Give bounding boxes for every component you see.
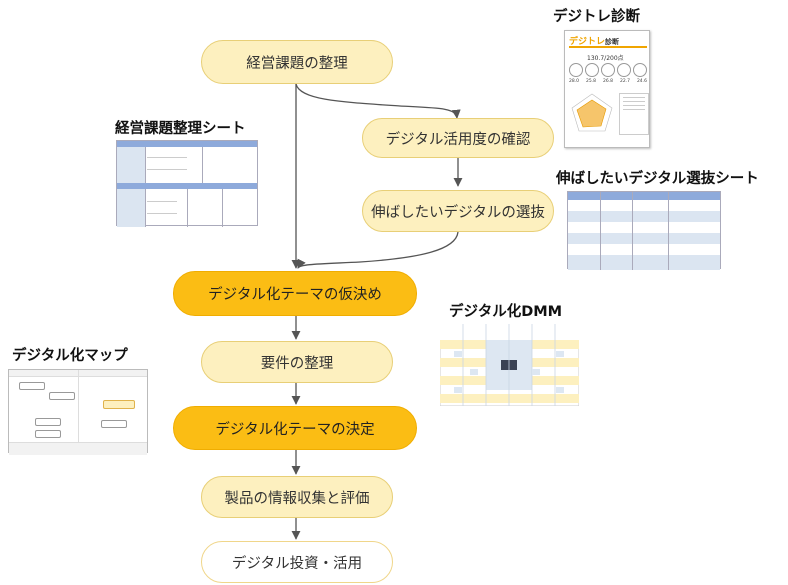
flow-step-product-evaluation: 製品の情報収集と評価	[201, 476, 393, 518]
flow-step-theme-decision: デジタル化テーマの決定	[173, 406, 417, 450]
flow-step-requirements: 要件の整理	[201, 341, 393, 383]
flow-step-tentative-theme: デジタル化テーマの仮決め	[173, 271, 417, 316]
flow-step-digital-investment: デジタル投資・活用	[201, 541, 393, 583]
radar-chart-icon	[571, 93, 613, 132]
diagnosis-logo: デジトレ診断	[569, 37, 620, 47]
caption-digitore-diagnosis: デジトレ診断	[553, 9, 640, 25]
diagnosis-score: 130.7/200点	[587, 55, 624, 62]
caption-digital-map: デジタル化マップ	[12, 348, 128, 364]
flow-step-digital-usage-check: デジタル活用度の確認	[362, 118, 554, 158]
flow-step-management-issues: 経営課題の整理	[201, 40, 393, 84]
arrow-1-2	[295, 83, 461, 119]
digital-dmm-thumbnail	[440, 324, 579, 406]
caption-digital-dmm: デジタル化DMM	[449, 304, 563, 320]
caption-selection-sheet: 伸ばしたいデジタル選抜シート	[556, 171, 759, 187]
arrow-3-4	[297, 231, 459, 269]
caption-management-issue-sheet: 経営課題整理シート	[115, 121, 246, 137]
flow-step-digital-selection: 伸ばしたいデジタルの選抜	[362, 190, 554, 232]
diagnosis-icons	[569, 63, 647, 85]
management-issue-sheet-thumbnail	[116, 140, 258, 227]
digital-map-thumbnail	[8, 369, 148, 455]
selection-sheet-thumbnail	[567, 191, 721, 270]
diagnosis-comment-box	[619, 93, 649, 135]
